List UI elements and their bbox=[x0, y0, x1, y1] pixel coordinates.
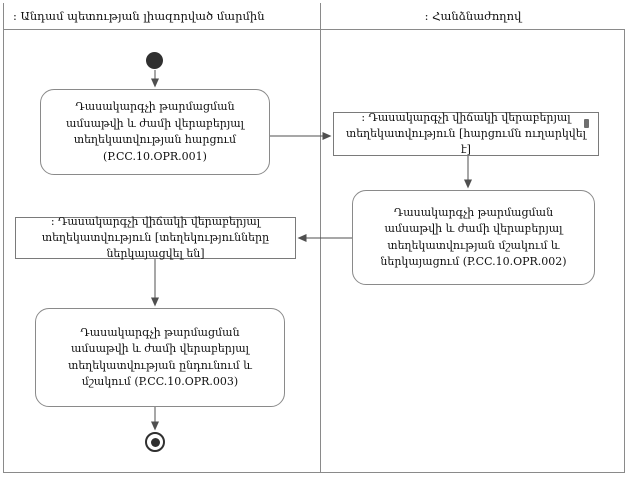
action-node-opr-003: Դասակարգչի թարմացման ամսաթվի և ժամի վերա… bbox=[35, 308, 285, 407]
note-marker-icon bbox=[584, 119, 589, 128]
swimlane-title: : Անդամ պետության լիազորված մարմին bbox=[13, 9, 265, 23]
object-node-request-sent: : Դասակարգչի վիճակի վերաբերյալ տեղեկատվո… bbox=[333, 111, 599, 156]
final-node-icon bbox=[145, 432, 165, 452]
object-label: : Դասակարգչի վիճակի վերաբերյալ տեղեկատվո… bbox=[346, 111, 586, 156]
final-node-dot bbox=[150, 437, 160, 447]
action-label: Դասակարգչի թարմացման ամսաթվի և ժամի վերա… bbox=[65, 100, 245, 163]
action-node-opr-002: Դասակարգչի թարմացման ամսաթվի և ժամի վերա… bbox=[352, 190, 595, 285]
initial-node-icon bbox=[146, 52, 163, 69]
object-node-info-presented: : Դասակարգչի վիճակի վերաբերյալ տեղեկատվո… bbox=[15, 215, 296, 260]
swimlane-title: : Հանձնաժողով bbox=[424, 9, 522, 23]
action-label: Դասակարգչի թարմացման ամսաթվի և ժամի վերա… bbox=[68, 325, 252, 389]
swimlane-header-authorized-body: : Անդամ պետության լիազորված մարմին bbox=[4, 3, 320, 30]
object-label: : Դասակարգչի վիճակի վերաբերյալ տեղեկատվո… bbox=[41, 215, 270, 260]
action-label: Դասակարգչի թարմացման ամսաթվի և ժամի վերա… bbox=[380, 205, 567, 269]
swimlane-divider bbox=[320, 3, 321, 473]
action-node-opr-001: Դասակարգչի թարմացման ամսաթվի և ժամի վերա… bbox=[40, 89, 270, 175]
swimlane-header-commission: : Հանձնաժողով bbox=[321, 3, 625, 30]
